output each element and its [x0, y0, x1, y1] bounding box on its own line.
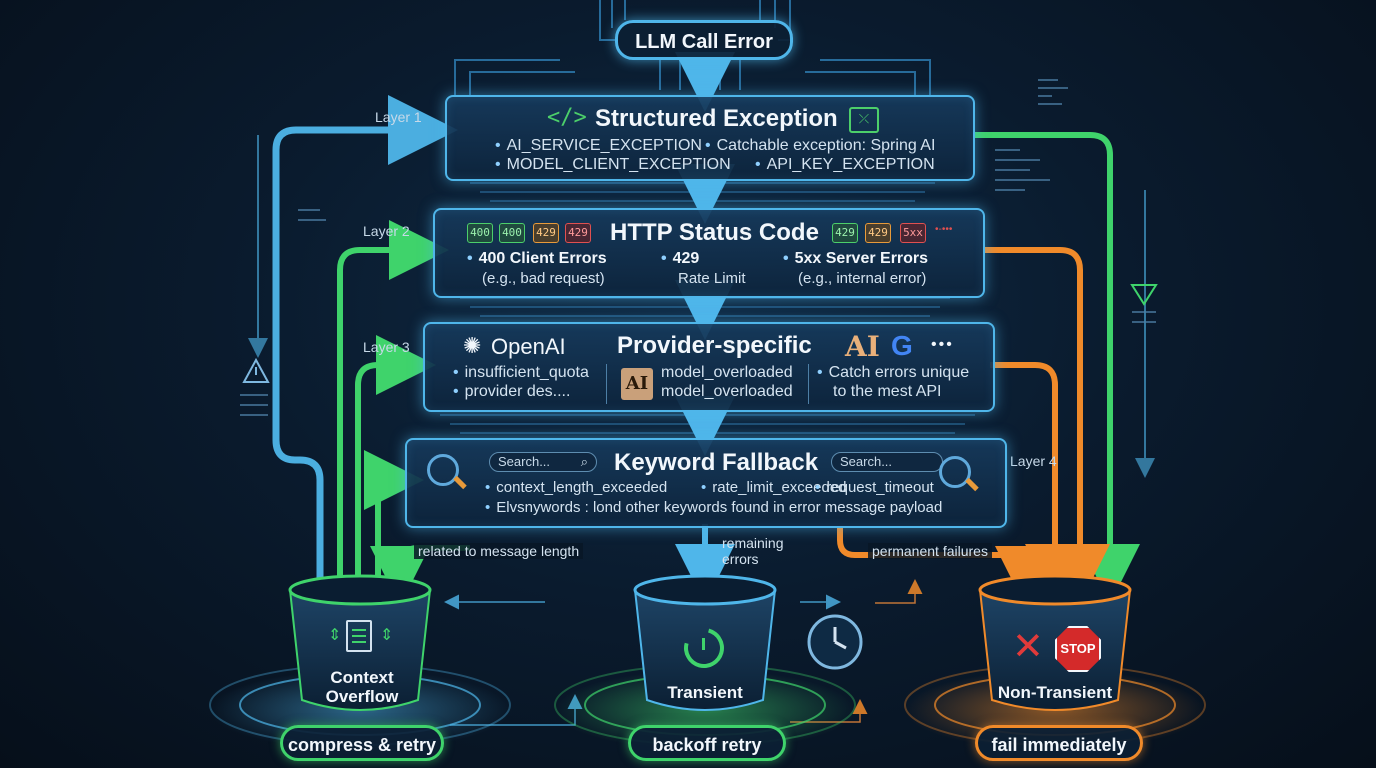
status-dots-icon: •-•••: [935, 224, 953, 235]
more-icon: •••: [931, 336, 954, 353]
magnifier-right-icon: [939, 456, 971, 488]
action-backoff-retry: backoff retry: [628, 725, 786, 761]
structured-item-1: •AI_SERVICE_EXCEPTION: [495, 137, 702, 154]
status-chip-1: 400: [467, 223, 493, 243]
provider-title: Provider-specific: [617, 332, 812, 359]
http-col-3-sub: (e.g., internal error): [798, 270, 927, 287]
terminal-icon: ⤫: [849, 107, 879, 133]
anthropic-badge-icon: AI: [621, 368, 653, 400]
keyword-note: •Elvsnywords : lond other keywords found…: [485, 499, 943, 516]
magnifier-left-handle: [453, 475, 467, 490]
document-icon: [346, 620, 372, 652]
status-chip-4: 429: [565, 223, 591, 243]
root-node: LLM Call Error: [615, 20, 793, 60]
keyword-title: Keyword Fallback: [614, 449, 819, 476]
structured-exception-title: Structured Exception: [595, 105, 838, 132]
keyword-item-1: •context_length_exceeded: [485, 479, 668, 496]
code-icon: </>: [547, 105, 587, 130]
http-col-1-head: •400 Client Errors: [467, 250, 607, 267]
layer-1-tag: Layer 1: [375, 109, 422, 125]
action-fail-immediately: fail immediately: [975, 725, 1143, 761]
status-chip-3: 429: [533, 223, 559, 243]
search-input-left[interactable]: Search...⌕: [489, 452, 597, 472]
status-chip-7: 5xx: [900, 223, 926, 243]
http-col-1-sub: (e.g., bad request): [482, 270, 605, 287]
http-status-panel: 400 400 429 429 HTTP Status Code 429 429…: [433, 208, 985, 298]
structured-item-3: •MODEL_CLIENT_EXCEPTION: [495, 156, 731, 173]
magnifier-left-icon: [427, 454, 459, 486]
status-chip-5: 429: [832, 223, 858, 243]
clock-icon: [807, 614, 863, 670]
keyword-panel: Search...⌕ Keyword Fallback Search... •c…: [405, 438, 1007, 528]
layer-2-tag: Layer 2: [363, 223, 410, 239]
magnifier-right-handle: [965, 477, 979, 492]
non-transient-label: Non-Transient: [997, 683, 1113, 702]
bucket-transient: [633, 574, 777, 711]
anthropic-item-1: model_overloaded: [661, 364, 793, 381]
anthropic-logo-icon: AI: [845, 330, 880, 363]
root-label: LLM Call Error: [635, 31, 773, 53]
edge-label-permanent: permanent failures: [868, 543, 992, 559]
google-logo-icon: G: [891, 330, 913, 361]
openai-item-1: •insufficient_quota: [453, 364, 589, 381]
provider-panel: ✺ OpenAI Provider-specific AI G ••• •ins…: [423, 322, 995, 412]
compress-arrows-icon: ⇕: [328, 627, 342, 644]
edge-label-remaining-1: remaining: [722, 535, 784, 551]
layer-3-tag: Layer 3: [363, 339, 410, 355]
warning-icon: [242, 357, 270, 383]
http-col-3-head: •5xx Server Errors: [783, 250, 929, 267]
structured-item-2: •Catchable exception: Spring AI: [705, 137, 936, 154]
transient-label: Transient: [667, 683, 743, 702]
http-col-2-head: •429: [661, 250, 700, 267]
http-col-2-sub: Rate Limit: [678, 270, 746, 287]
stop-sign-icon: STOP: [1055, 626, 1101, 672]
edge-label-remaining-2: errors: [722, 551, 759, 567]
edge-label-length: related to message length: [414, 543, 584, 559]
status-chip-6: 429: [865, 223, 891, 243]
cross-icon: ✕: [1012, 626, 1044, 668]
provider-divider-1: [606, 364, 607, 404]
compress-arrows-icon-right: ⇕: [380, 627, 394, 644]
http-status-title: HTTP Status Code: [610, 219, 819, 246]
structured-item-4: •API_KEY_EXCEPTION: [755, 156, 935, 173]
layer-4-tag: Layer 4: [1010, 453, 1057, 469]
action-compress-retry: compress & retry: [280, 725, 444, 761]
provider-divider-2: [808, 364, 809, 404]
bucket-context-overflow: [288, 574, 432, 711]
keyword-item-3: •request_timeout: [815, 479, 934, 496]
anthropic-item-2: model_overloaded: [661, 383, 793, 400]
keyword-item-2: •rate_limit_exceeded: [701, 479, 847, 496]
openai-item-2: •provider des....: [453, 383, 571, 400]
structured-exception-panel: </> Structured Exception ⤫ •AI_SERVICE_E…: [445, 95, 975, 181]
openai-logo-icon: ✺: [463, 333, 482, 358]
retry-clock-hand: [702, 638, 705, 650]
status-chip-2: 400: [499, 223, 525, 243]
filter-icon: [1130, 284, 1158, 306]
provider-note-1: •Catch errors unique: [817, 364, 970, 381]
openai-label: OpenAI: [491, 334, 566, 359]
provider-note-2: to the mest API: [833, 383, 942, 400]
search-input-right[interactable]: Search...: [831, 452, 943, 472]
